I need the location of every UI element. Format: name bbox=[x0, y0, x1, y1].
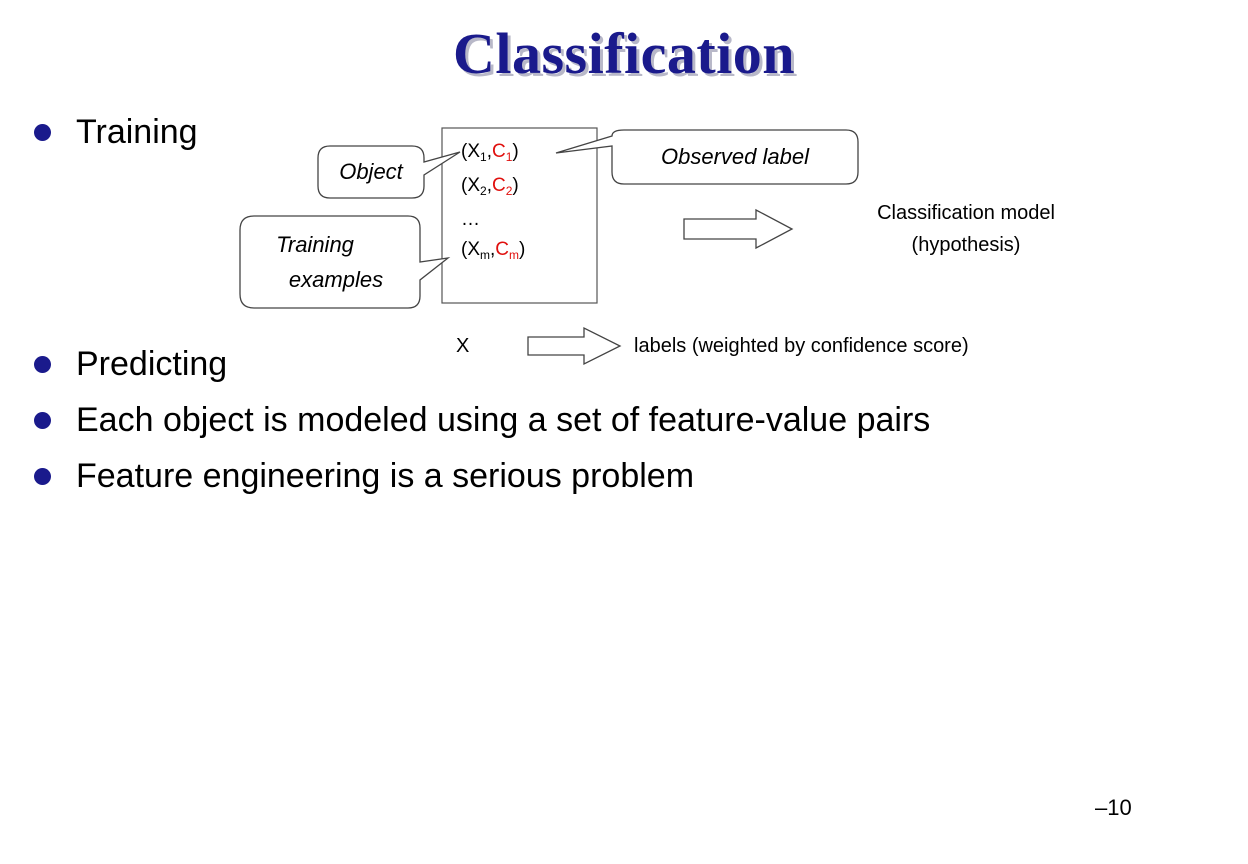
observed-label-callout-label: Observed label bbox=[661, 144, 809, 169]
pair-row-2: (X2,C2) bbox=[461, 175, 519, 198]
bullet-text: Predicting bbox=[76, 345, 228, 383]
bullet-dot bbox=[34, 468, 51, 485]
bullet-text: Feature engineering is a serious problem bbox=[76, 457, 695, 495]
predict-input-x: X bbox=[456, 335, 470, 357]
slide-title: Classification bbox=[452, 21, 796, 86]
pair-row-1: (X1,C1) bbox=[461, 141, 519, 164]
pair-row-m: (Xm,Cm) bbox=[461, 239, 526, 262]
bullet-dot bbox=[34, 356, 51, 373]
pair-ellipsis: … bbox=[461, 209, 480, 230]
training-examples-callout-shape bbox=[239, 215, 451, 309]
model-arrow bbox=[683, 208, 794, 250]
bullet-dot bbox=[34, 124, 51, 141]
bullet-text: Each object is modeled using a set of fe… bbox=[76, 401, 931, 439]
bullet-dot bbox=[34, 412, 51, 429]
training-examples-callout-line2: examples bbox=[288, 267, 384, 292]
model-label-line1: Classification model bbox=[877, 202, 1055, 224]
model-label-line2: (hypothesis) bbox=[911, 234, 1021, 256]
predict-output-labels: labels (weighted by confidence score) bbox=[634, 335, 969, 357]
observed-label-callout-shape bbox=[555, 129, 859, 185]
predict-arrow bbox=[527, 326, 622, 366]
object-callout-shape bbox=[317, 145, 461, 199]
object-callout-label: Object bbox=[339, 159, 403, 184]
page-number: –10 bbox=[1095, 795, 1132, 820]
training-set-box bbox=[441, 127, 598, 304]
bullet-text: Training bbox=[76, 113, 198, 151]
training-examples-callout-line1: Training bbox=[276, 232, 354, 257]
